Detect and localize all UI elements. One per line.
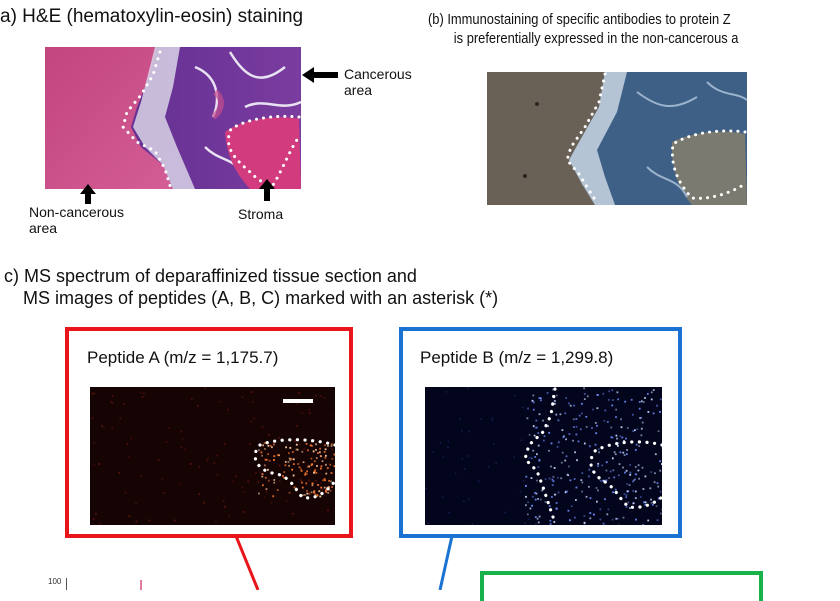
peptide-b-title: Peptide B (m/z = 1,299.8): [420, 348, 613, 368]
peptide-c-panel: [480, 571, 763, 601]
peptide-a-title: Peptide A (m/z = 1,175.7): [87, 348, 278, 368]
he-stained-tissue-image: [45, 47, 301, 189]
peptide-b-panel: Peptide B (m/z = 1,299.8): [399, 327, 682, 538]
panel-c-caption: c) MS spectrum of deparaffinized tissue …: [4, 265, 498, 309]
peptide-b-ms-image: [425, 387, 662, 525]
spectrum-axis-tick: 100: [48, 577, 61, 586]
stroma-label: Stroma: [238, 206, 283, 222]
spectrum-axis-line: [66, 578, 67, 590]
spectrum-peak: [140, 580, 142, 590]
scale-bar: [283, 399, 313, 403]
panel-c-caption-line2: MS images of peptides (A, B, C) marked w…: [4, 287, 498, 309]
peptide-a-ms-image: [90, 387, 335, 525]
noncancerous-area-label-2: area: [29, 220, 57, 236]
cancerous-area-label-2: area: [344, 82, 372, 98]
panel-a-caption: a) H&E (hematoxylin-eosin) staining: [0, 6, 303, 28]
peptide-a-panel: Peptide A (m/z = 1,175.7): [65, 327, 353, 538]
noncancerous-area-label: Non-cancerous: [29, 204, 124, 220]
noncancerous-area-arrow-icon: [78, 182, 98, 206]
stroma-arrow-icon: [257, 177, 277, 203]
cancerous-area-label: Cancerous: [344, 66, 412, 82]
panel-b-caption-line2: is preferentially expressed in the non-c…: [428, 29, 738, 48]
cancerous-area-arrow-icon: [300, 64, 340, 86]
immunostained-tissue-image: [487, 72, 747, 205]
panel-c-caption-line1: c) MS spectrum of deparaffinized tissue …: [4, 265, 498, 287]
panel-b-caption-line1: (b) Immunostaining of specific antibodie…: [428, 10, 738, 29]
panel-b-caption: (b) Immunostaining of specific antibodie…: [428, 10, 738, 48]
